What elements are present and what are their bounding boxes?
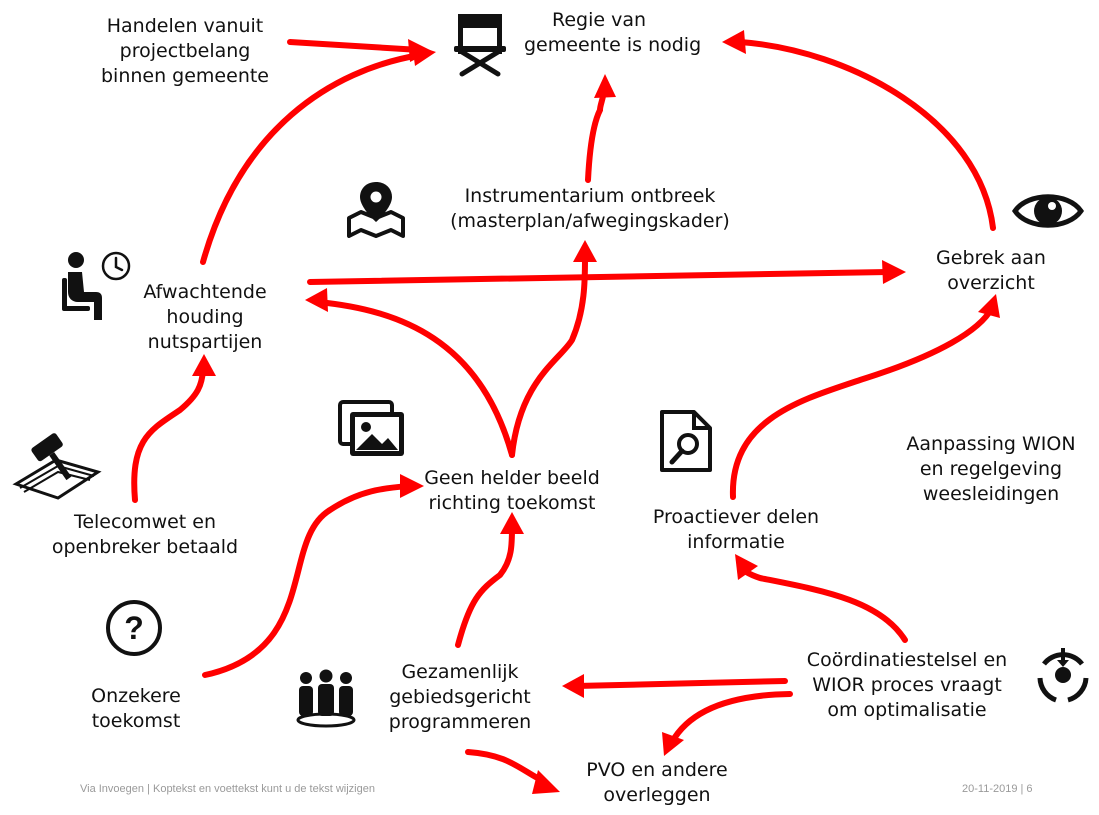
node-proactiever: Proactiever delen informatie bbox=[652, 506, 820, 553]
footer-date-page: 20-11-2019 | 6 bbox=[962, 783, 1033, 795]
arrowhead-coordinatie-to-pvo bbox=[662, 732, 684, 756]
arrowhead-gebrek-to-regie bbox=[722, 30, 746, 54]
node-pvo: PVO en andere overleggen bbox=[586, 759, 728, 806]
arrowhead-geenhelder-to-instrumentarium bbox=[573, 240, 597, 262]
arrow-proactiever-to-gebrek bbox=[729, 305, 995, 500]
arrow-handelen-to-regie bbox=[287, 39, 423, 53]
arrow-onzekere-to-geenhelder bbox=[202, 483, 411, 678]
node-aanpassing: Aanpassing WION en regelgeving weesleidi… bbox=[906, 433, 1076, 505]
law-gavel-icon bbox=[12, 433, 102, 500]
arrowhead-geenhelder-to-afwachtende bbox=[305, 288, 328, 312]
arrow-coordinatie-to-proactiever bbox=[737, 563, 908, 643]
recycle-cycle-icon bbox=[1037, 648, 1089, 703]
node-regie: Regie van gemeente is nodig bbox=[524, 9, 702, 56]
node-gebrek: Gebrek aan overzicht bbox=[936, 247, 1046, 294]
node-gezamenlijk: Gezamenlijk gebiedsgericht programmeren bbox=[388, 661, 532, 733]
map-pin-icon bbox=[347, 182, 405, 238]
arrow-afwachtende-to-gebrek bbox=[307, 269, 891, 285]
arrowhead-afwachtende-to-gebrek bbox=[882, 260, 906, 284]
arrowhead-afwachtende-to-regie bbox=[412, 44, 436, 66]
arrowhead-proactiever-to-gebrek bbox=[978, 294, 1000, 318]
node-onzekere: Onzekere toekomst bbox=[91, 685, 181, 732]
question-mark-icon: ? bbox=[106, 600, 162, 656]
arrow-instrumentarium-to-regie bbox=[585, 87, 607, 183]
waiting-person-clock-icon bbox=[62, 251, 131, 320]
arrowhead-gezamenlijk-to-pvo bbox=[532, 770, 560, 794]
document-search-icon bbox=[660, 410, 712, 472]
arrowhead-coordinatie-to-proactiever bbox=[735, 554, 758, 580]
arrow-gezamenlijk-to-pvo bbox=[465, 749, 548, 785]
arrow-telecomwet-to-afwachtende bbox=[131, 367, 206, 503]
arrow-coordinatie-to-gezamenlijk bbox=[573, 678, 788, 689]
node-geen-helder: Geen helder beeld richting toekomst bbox=[424, 467, 600, 514]
arrowheads bbox=[192, 30, 1000, 794]
node-handelen: Handelen vanuit projectbelang binnen gem… bbox=[100, 15, 269, 87]
arrowhead-telecomwet-to-afwachtende bbox=[192, 354, 216, 376]
arrowhead-coordinatie-to-gezamenlijk bbox=[562, 674, 584, 698]
svg-text:?: ? bbox=[124, 610, 144, 646]
arrow-coordinatie-to-pvo bbox=[669, 691, 793, 745]
images-icon bbox=[338, 400, 404, 456]
eye-icon bbox=[1012, 194, 1084, 228]
arrow-afwachtende-to-regie bbox=[200, 52, 423, 265]
node-instrumentarium: Instrumentarium ontbreek (masterplan/afw… bbox=[450, 185, 730, 232]
arrow-gezamenlijk-to-geenhelder bbox=[455, 524, 515, 648]
node-coordinatie: Coördinatiestelsel en WIOR proces vraagt… bbox=[806, 649, 1008, 721]
arrow-gebrek-to-regie bbox=[737, 39, 996, 231]
arrowhead-onzekere-to-geenhelder bbox=[400, 474, 424, 498]
arrowhead-gezamenlijk-to-geenhelder bbox=[500, 512, 524, 534]
arrow-geenhelder-to-instrumentarium bbox=[509, 255, 588, 458]
arrowhead-instrumentarium-to-regie bbox=[594, 74, 616, 98]
group-people-icon bbox=[296, 669, 356, 728]
footer-text: Via Invoegen | Koptekst en voettekst kun… bbox=[80, 783, 375, 795]
directors-chair-icon bbox=[454, 14, 506, 77]
node-afwachtende: Afwachtende houding nutspartijen bbox=[143, 281, 267, 353]
node-telecomwet: Telecomwet en openbreker betaald bbox=[51, 511, 239, 558]
arrow-geenhelder-to-afwachtende bbox=[315, 299, 515, 458]
